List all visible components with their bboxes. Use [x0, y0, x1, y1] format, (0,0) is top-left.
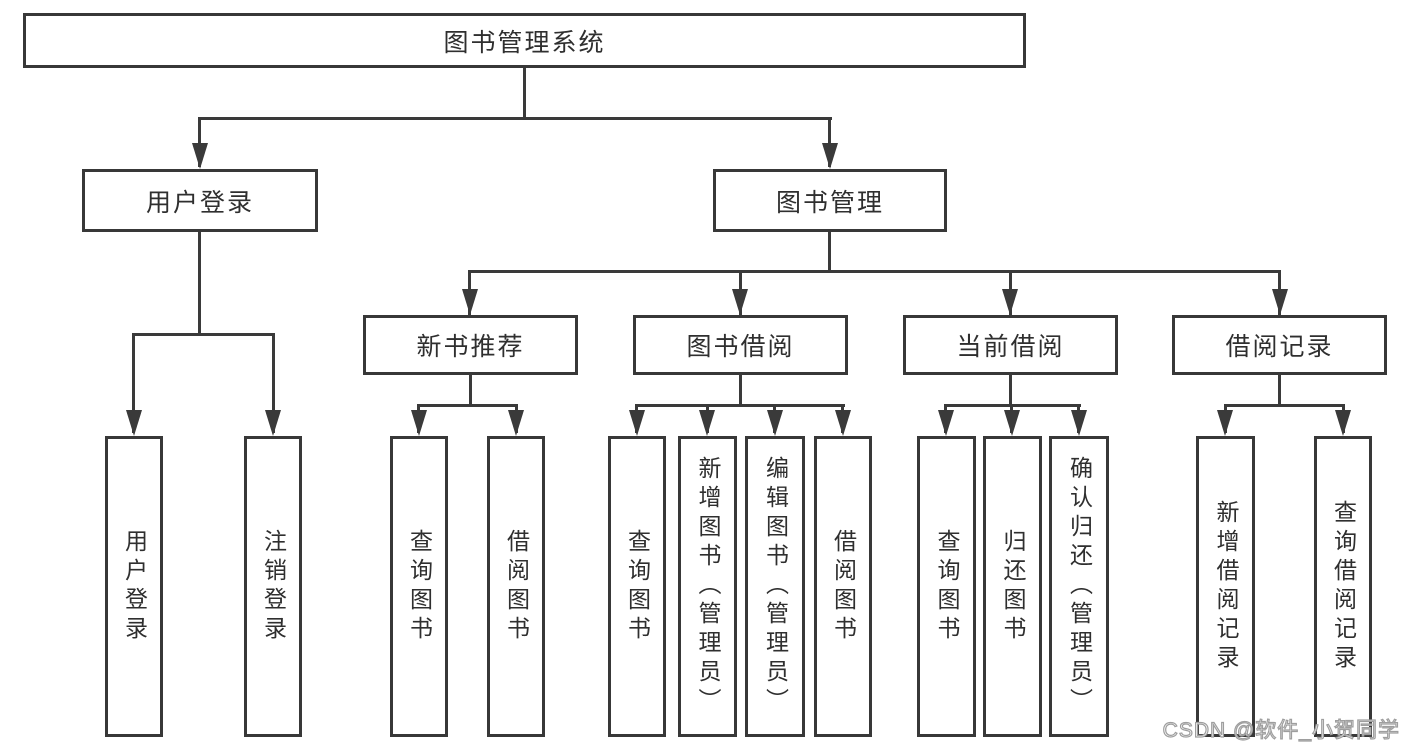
- leaf-current-return-label: 归还图书: [1000, 528, 1026, 645]
- connector-stem-leaf: [272, 333, 275, 433]
- leaf-borrow-book: 借阅图书: [814, 436, 872, 737]
- leaf-current-confirm-admin: 确认归还（管理员）: [1049, 436, 1109, 737]
- leaf-records-add: 新增借阅记录: [1196, 436, 1255, 737]
- leaf-borrow-edit-admin-label: 编辑图书（管理员）: [762, 456, 789, 717]
- leaf-records-add-label: 新增借阅记录: [1213, 499, 1239, 674]
- leaf-logout-label: 注销登录: [260, 528, 287, 645]
- leaf-current-confirm-admin-label: 确认归还（管理员）: [1066, 456, 1093, 717]
- connector-book-mgmt-drop: [828, 232, 831, 273]
- node-book-mgmt-group-label: 图书管理: [775, 188, 884, 217]
- node-borrow-records-group: 借阅记录: [1172, 315, 1387, 375]
- connector-borrow-records-drop: [1278, 374, 1281, 407]
- leaf-logout: 注销登录: [244, 436, 302, 737]
- arrow-down-icon: [835, 410, 851, 436]
- node-book-borrow-group-label: 图书借阅: [686, 333, 795, 361]
- leaf-borrow-add-admin-label: 新增图书（管理员）: [695, 456, 721, 717]
- connector-borrow-records-hbar: [1224, 404, 1345, 407]
- arrow-down-icon: [1004, 410, 1020, 436]
- leaf-borrow-book-label: 借阅图书: [830, 528, 857, 645]
- leaf-new-books-borrow: 借阅图书: [487, 436, 545, 737]
- connector-current-borrow-drop: [1009, 374, 1012, 407]
- arrow-down-icon: [508, 410, 524, 436]
- leaf-borrow-query-label: 查询图书: [624, 528, 651, 645]
- leaf-records-query-label: 查询借阅记录: [1330, 499, 1357, 674]
- arrow-down-icon: [1335, 410, 1351, 436]
- node-user-login-group-label: 用户登录: [145, 188, 254, 217]
- connector-new-books-drop: [469, 374, 472, 407]
- connector-book-borrow-hbar: [635, 404, 845, 407]
- connector-stem-leaf: [132, 333, 135, 433]
- connector-stem-user-login-group: [198, 117, 201, 167]
- node-borrow-records-group-label: 借阅记录: [1225, 333, 1334, 361]
- arrow-down-icon: [192, 143, 208, 169]
- arrow-down-icon: [822, 143, 838, 169]
- leaf-borrow-edit-admin: 编辑图书（管理员）: [745, 436, 805, 737]
- leaf-borrow-query: 查询图书: [608, 436, 666, 737]
- leaf-new-books-query: 查询图书: [390, 436, 448, 737]
- leaf-current-query-label: 查询图书: [934, 528, 960, 645]
- leaf-borrow-add-admin: 新增图书（管理员）: [678, 436, 737, 737]
- node-root: 图书管理系统: [23, 13, 1026, 68]
- arrow-down-icon: [699, 410, 715, 436]
- leaf-records-query: 查询借阅记录: [1314, 436, 1372, 737]
- connector-book-borrow-drop: [739, 374, 742, 407]
- arrow-down-icon: [265, 410, 281, 436]
- csdn-watermark: CSDN @软件_小贺同学: [1162, 718, 1400, 742]
- arrow-down-icon: [462, 289, 478, 315]
- leaf-user-login-label: 用户登录: [121, 528, 148, 645]
- node-user-login-group: 用户登录: [82, 169, 318, 232]
- arrow-down-icon: [411, 410, 427, 436]
- arrow-down-icon: [1217, 410, 1233, 436]
- arrow-down-icon: [1071, 410, 1087, 436]
- arrow-down-icon: [938, 410, 954, 436]
- node-current-borrow-group: 当前借阅: [903, 315, 1118, 375]
- node-new-books-group: 新书推荐: [363, 315, 578, 375]
- leaf-user-login: 用户登录: [105, 436, 163, 737]
- connector-root-drop: [523, 68, 526, 119]
- arrow-down-icon: [767, 410, 783, 436]
- connector-root-hbar: [198, 117, 832, 120]
- connector-stem-book-mgmt-group: [828, 117, 831, 167]
- leaf-current-return: 归还图书: [983, 436, 1042, 737]
- arrow-down-icon: [629, 410, 645, 436]
- leaf-new-books-query-label: 查询图书: [406, 528, 433, 645]
- leaf-current-query: 查询图书: [917, 436, 976, 737]
- arrow-down-icon: [1272, 289, 1288, 315]
- node-root-label: 图书管理系统: [443, 28, 606, 57]
- arrow-down-icon: [1002, 289, 1018, 315]
- connector-user-login-drop: [198, 232, 201, 336]
- connector-book-mgmt-hbar: [468, 270, 1281, 273]
- node-current-borrow-group-label: 当前借阅: [956, 333, 1065, 361]
- node-book-borrow-group: 图书借阅: [633, 315, 848, 375]
- connector-new-books-hbar: [417, 404, 518, 407]
- connector-user-login-hbar: [132, 333, 275, 336]
- arrow-down-icon: [126, 410, 142, 436]
- arrow-down-icon: [732, 289, 748, 315]
- node-new-books-group-label: 新书推荐: [416, 333, 525, 361]
- node-book-mgmt-group: 图书管理: [713, 169, 947, 232]
- leaf-new-books-borrow-label: 借阅图书: [503, 528, 530, 645]
